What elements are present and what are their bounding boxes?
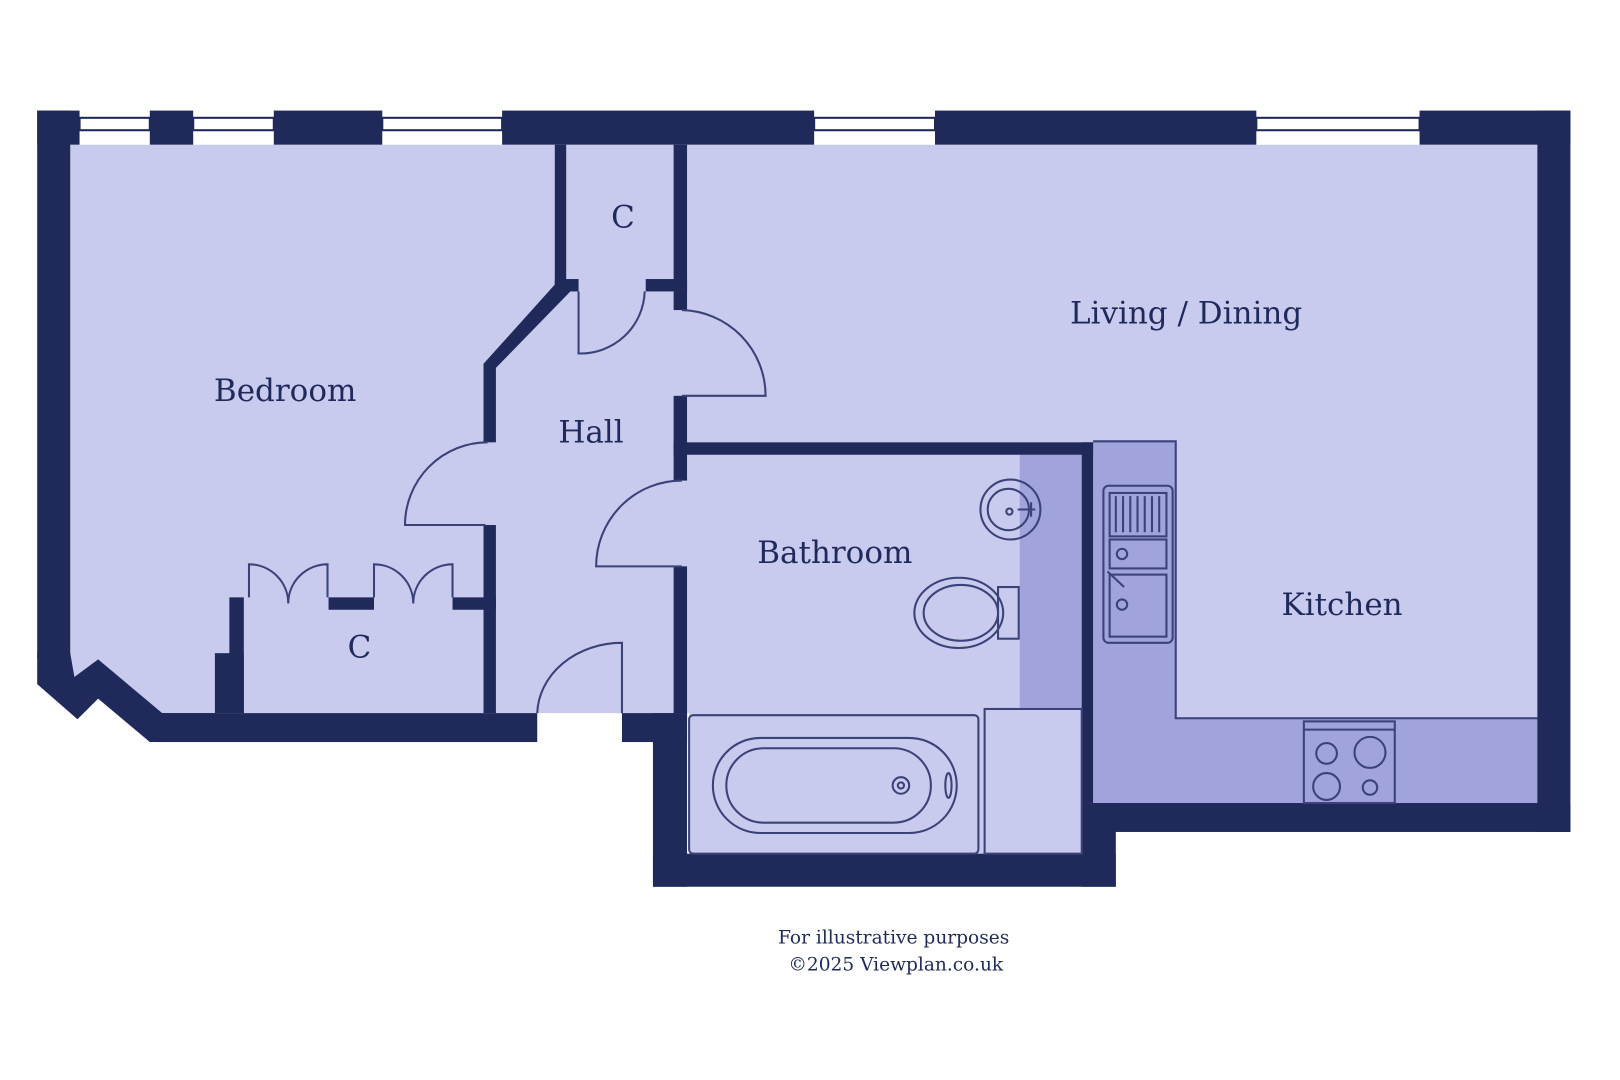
room-label-cupboard-top: C	[611, 199, 635, 235]
room-label-hall: Hall	[558, 414, 623, 450]
room-label-bathroom: Bathroom	[757, 535, 912, 571]
room-label-cupboard-bedroom: C	[348, 629, 372, 665]
room-label-kitchen: Kitchen	[1282, 587, 1403, 623]
bathroom-fixtures	[688, 478, 1083, 855]
bathroom-door	[595, 479, 682, 568]
hob-icon	[1302, 720, 1396, 805]
cupboard-door	[577, 291, 646, 355]
wardrobe-doors-left	[247, 563, 329, 604]
footer-disclaimer: For illustrative purposes	[778, 928, 1009, 949]
room-label-bedroom: Bedroom	[214, 373, 356, 409]
room-label-living-dining: Living / Dining	[1070, 295, 1302, 331]
toilet-icon	[913, 576, 1005, 650]
kitchen-fixtures	[1102, 484, 1396, 805]
windows	[78, 116, 1421, 132]
footer-copyright: ©2025 Viewplan.co.uk	[788, 954, 1004, 975]
bedroom-door	[403, 441, 488, 527]
kitchen-sink-icon	[1102, 484, 1174, 644]
wardrobe-doors-right	[372, 563, 454, 604]
basin-icon	[979, 478, 1042, 541]
bathroom-storage	[983, 707, 1083, 855]
doors	[247, 291, 767, 714]
walls	[37, 110, 1571, 887]
living-door	[681, 309, 767, 397]
bathroom-counter	[1019, 454, 1082, 708]
front-door	[536, 641, 623, 714]
bath-icon	[688, 714, 980, 855]
